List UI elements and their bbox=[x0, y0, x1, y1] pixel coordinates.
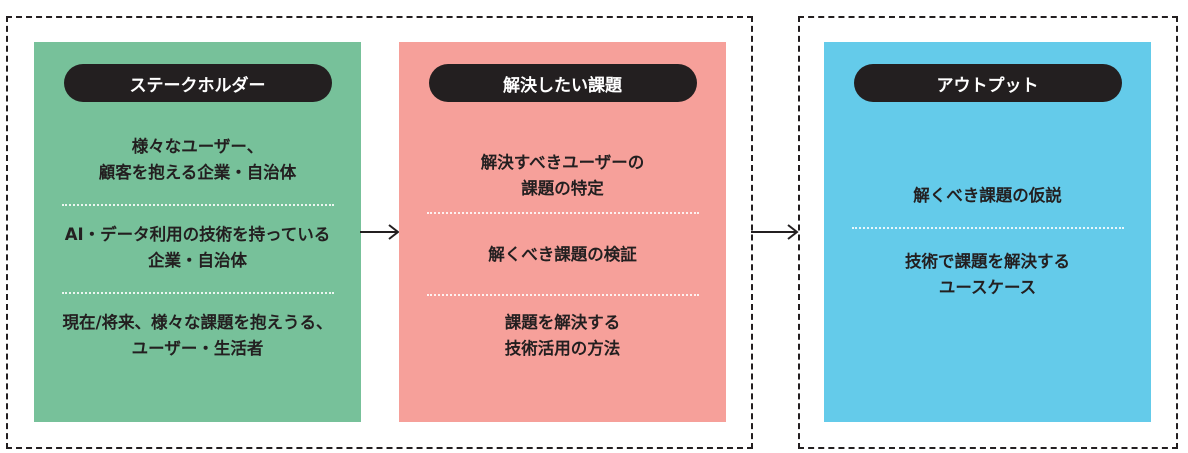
right-arrow-icon bbox=[751, 224, 799, 240]
dotted-divider bbox=[426, 212, 699, 214]
issues-item: 解決すべきユーザーの 課題の特定 bbox=[480, 153, 645, 198]
issues-title-pill: 解決したい課題 bbox=[428, 64, 697, 102]
stakeholder-panel: ステークホルダー 様々なユーザー、 顧客を抱える企業・自治体 AI・データ利用の… bbox=[34, 42, 361, 422]
dotted-divider bbox=[426, 294, 699, 296]
stakeholder-title-pill: ステークホルダー bbox=[63, 64, 332, 102]
issues-item: 課題を解決する 技術活用の方法 bbox=[504, 313, 621, 358]
output-group-dashed-border bbox=[798, 16, 1178, 449]
right-arrow-icon bbox=[360, 224, 400, 240]
output-panel: アウトプット 解くべき課題の仮説 技術で課題を解決する ユースケース bbox=[824, 42, 1151, 422]
output-items: 解くべき課題の仮説 技術で課題を解決する ユースケース bbox=[824, 183, 1151, 301]
output-title-pill: アウトプット bbox=[853, 64, 1122, 102]
output-title: アウトプット bbox=[936, 75, 1039, 96]
issues-title: 解決したい課題 bbox=[503, 75, 622, 96]
stakeholder-item: 現在/将来、様々な課題を抱えうる、 ユーザー・生活者 bbox=[62, 313, 333, 358]
dotted-divider bbox=[851, 227, 1124, 229]
dotted-divider bbox=[61, 292, 334, 294]
issues-panel: 解決したい課題 解決すべきユーザーの 課題の特定 解くべき課題の検証 課題を解決… bbox=[399, 42, 726, 422]
stakeholder-items: 様々なユーザー、 顧客を抱える企業・自治体 AI・データ利用の技術を持っている … bbox=[34, 134, 361, 362]
stakeholder-item: 様々なユーザー、 顧客を抱える企業・自治体 bbox=[98, 137, 297, 182]
stakeholder-item: AI・データ利用の技術を持っている 企業・自治体 bbox=[64, 225, 331, 270]
issues-items: 解決すべきユーザーの 課題の特定 解くべき課題の検証 課題を解決する 技術活用の… bbox=[399, 150, 726, 362]
issues-item: 解くべき課題の検証 bbox=[488, 245, 637, 264]
stakeholder-title: ステークホルダー bbox=[129, 75, 266, 96]
output-item: 技術で課題を解決する ユースケース bbox=[905, 252, 1070, 297]
output-item: 解くべき課題の仮説 bbox=[913, 186, 1062, 205]
dotted-divider bbox=[61, 204, 334, 206]
